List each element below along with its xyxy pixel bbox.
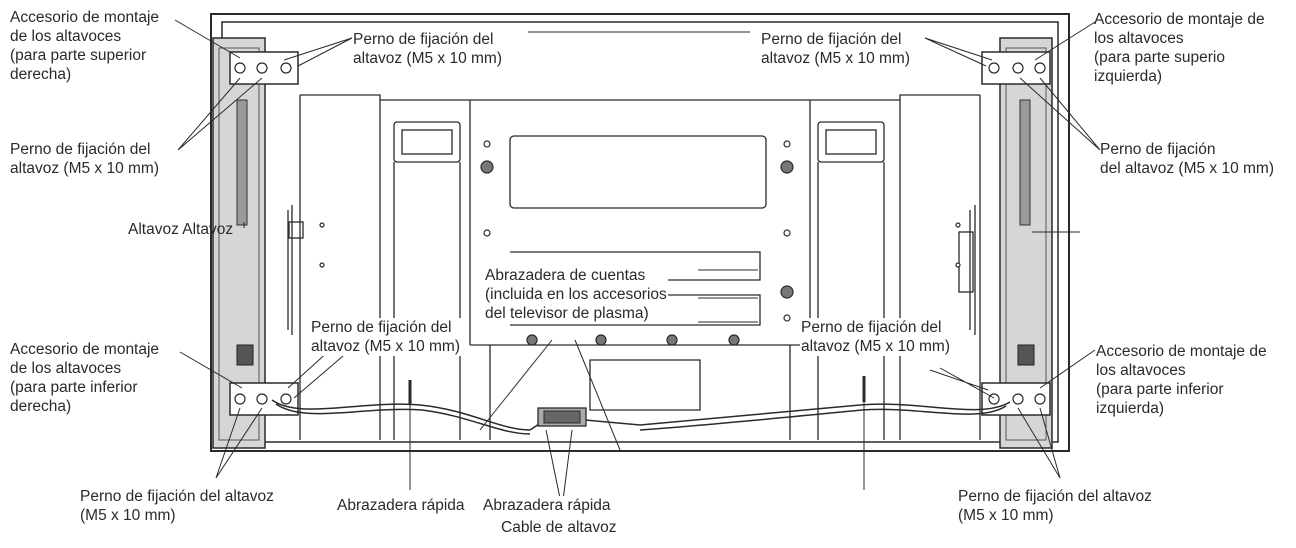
speaker-cable-right (584, 401, 1011, 426)
label-accessory-top-right-side: Accesorio de montaje de los altavoces (p… (10, 9, 160, 83)
label-bolt-bottom-left: Perno de fijación del altavoz (M5 x 10 m… (80, 488, 274, 524)
label-speaker-speaker: Altavoz Altavoz (128, 221, 234, 238)
label-quick-clamp-1: Abrazadera rápida (336, 496, 466, 515)
label-bolt-mid-left: Perno de fijación del altavoz (M5 x 10 m… (10, 141, 160, 177)
label-bolt-center-right: Perno de fijación del altavoz (M5 x 10 m… (800, 318, 952, 356)
right-speaker (999, 37, 1053, 449)
label-bolt-center-left: Perno de fijación del altavoz (M5 x 10 m… (310, 318, 462, 356)
label-accessory-top-left-side: Accesorio de montaje de los altavoces (p… (1094, 11, 1265, 85)
label-accessory-bottom-left-side: Accesorio de montaje de los altavoces (p… (1096, 343, 1267, 417)
label-bolt-mid-right: Perno de fijación del altavoz (M5 x 10 m… (1100, 141, 1274, 177)
tv-inner-frame (221, 21, 1059, 443)
label-quick-clamp-2: Abrazadera rápida (482, 496, 612, 515)
label-bolt-top-center-left: Perno de fijación del altavoz (M5 x 10 m… (352, 30, 504, 68)
left-speaker (212, 37, 266, 449)
label-speaker-cable: Cable de altavoz (500, 518, 618, 537)
speaker-cable-left (271, 399, 546, 431)
label-bead-clamp: Abrazadera de cuentas (incluida en los a… (484, 266, 668, 323)
tv-outer-frame (210, 13, 1070, 452)
label-bolt-bottom-right: Perno de fijación del altavoz (M5 x 10 m… (958, 488, 1152, 524)
label-bolt-top-center-right: Perno de fijación del altavoz (M5 x 10 m… (760, 30, 912, 68)
label-accessory-bottom-right-side: Accesorio de montaje de los altavoces (p… (10, 341, 160, 415)
